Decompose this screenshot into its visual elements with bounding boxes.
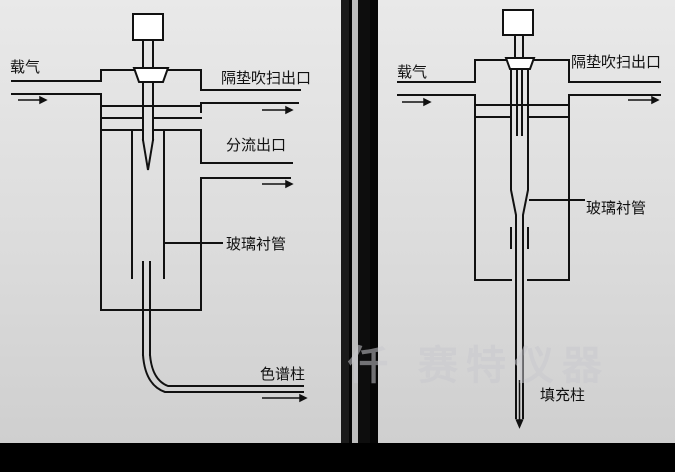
septum-nut [132,13,164,41]
label-carrier-gas: 载气 [10,58,41,76]
needle-tip [141,138,155,171]
label-carrier-gas: 载气 [397,63,428,81]
label-split-outlet: 分流出口 [226,136,287,154]
label-packed-column: 填充柱 [540,386,586,404]
column-bend-outer [141,353,304,393]
divider-strip-dark-2 [358,0,370,443]
split-injector-drawing [11,13,308,403]
arrow-purge-out-head [285,105,294,115]
liner-right-wall [522,68,529,281]
column-bend-inner [148,353,304,387]
liner-left-wall [510,68,517,281]
divider-strip-light [352,0,358,443]
arrow-column-head [299,393,308,403]
packed-injector-diagram: 载气 隔垫吹扫出口 玻璃衬管 填充柱 [378,0,675,443]
arrow-carrier-in-head [39,95,48,105]
arrow-purge-out-head [651,95,660,105]
septum [504,57,536,70]
label-glass-liner: 玻璃衬管 [586,199,647,217]
split-injector-diagram: 载气 隔垫吹扫出口 分流出口 玻璃衬管 色谱柱 [0,0,341,443]
septum [132,67,170,83]
label-chromatographic-column: 色谱柱 [260,365,306,383]
divider-strip-dark [341,0,349,443]
label-septum-purge-outlet: 隔垫吹扫出口 [221,69,312,87]
label-glass-liner: 玻璃衬管 [226,235,287,253]
arrow-column-head [515,419,524,429]
bottom-black-bar [0,443,675,472]
septum-nut [502,9,534,36]
arrow-split-out-head [285,179,294,189]
label-septum-purge-outlet: 隔垫吹扫出口 [571,53,662,71]
packed-injector-drawing [397,9,661,429]
watermark-logo-text: 仟 赛特仪器 [348,343,610,389]
arrow-carrier-in-head [423,97,432,107]
